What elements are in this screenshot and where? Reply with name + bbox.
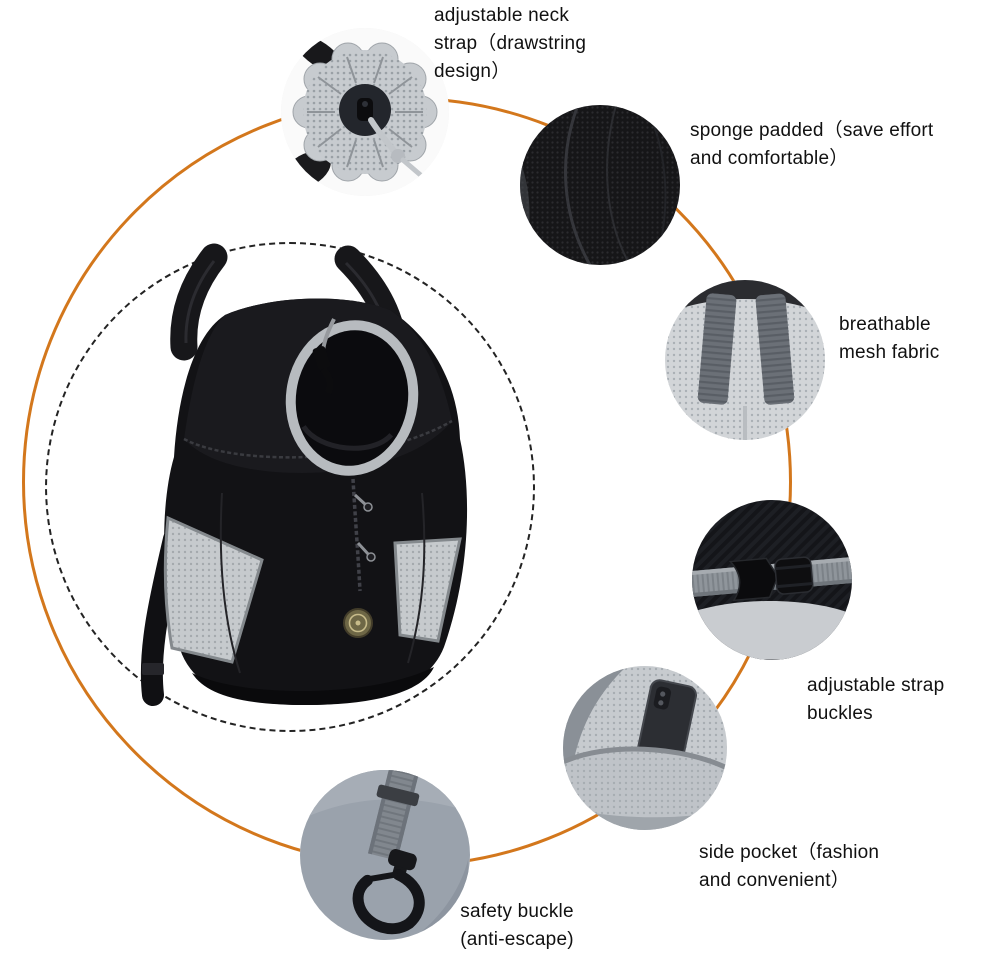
mesh-fabric-photo (665, 280, 825, 440)
label-line: breathable (839, 314, 931, 335)
label-line: side pocket（fashion (699, 842, 880, 863)
label-line: and convenient） (699, 870, 850, 891)
label-line: and comfortable） (690, 148, 849, 169)
label-line: adjustable strap (807, 675, 945, 696)
backpack-illustration (140, 243, 468, 706)
strap-buckle-photo (692, 500, 852, 660)
label-line: safety buckle (460, 901, 574, 922)
label-side-pocket: side pocket（fashion and convenient） (699, 839, 879, 895)
label-safety-buckle: safety buckle (anti-escape) (412, 898, 622, 954)
label-line: mesh fabric (839, 342, 940, 363)
sponge-padding-photo (520, 105, 680, 265)
label-line: strap（drawstring (434, 33, 587, 54)
dashed-circle (45, 242, 535, 732)
label-line: sponge padded（save effort (690, 120, 934, 141)
drawstring-neck-strap-photo (281, 28, 449, 196)
label-strap-buckles: adjustable strap buckles (807, 672, 944, 728)
label-line: buckles (807, 703, 873, 724)
side-pocket-photo (563, 666, 727, 830)
product-photo-backpack (122, 243, 482, 738)
safety-buckle-photo (300, 770, 470, 940)
label-line: (anti-escape) (460, 929, 574, 950)
label-mesh-fabric: breathable mesh fabric (839, 311, 939, 367)
label-neck-strap: adjustable neck strap（drawstring design） (434, 2, 586, 86)
label-sponge-padding: sponge padded（save effort and comfortabl… (690, 117, 933, 173)
label-line: adjustable neck (434, 5, 570, 26)
label-line: design） (434, 61, 511, 82)
